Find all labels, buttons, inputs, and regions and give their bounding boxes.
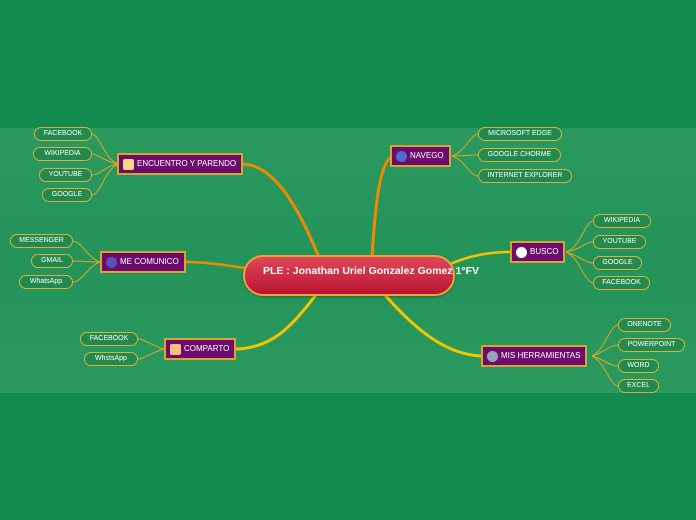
gear-icon xyxy=(487,350,498,362)
central-topic[interactable]: PLE : Jonathan Uriel Gonzalez Gomez 1°FV xyxy=(243,255,479,296)
leaf-encuentro-youtube[interactable]: YOUTUBE xyxy=(39,168,92,182)
branch-comparto[interactable]: COMPARTO xyxy=(164,338,237,360)
branch-label: ENCUENTRO Y PARENDO xyxy=(137,159,237,168)
branch-encuentro[interactable]: ENCUENTRO Y PARENDO xyxy=(117,153,244,175)
leaf-encuentro-facebook[interactable]: FACEBOOK xyxy=(34,127,92,141)
branch-navego[interactable]: NAVEGO xyxy=(390,145,451,167)
leaf-busco-youtube[interactable]: YOUTUBE xyxy=(593,235,646,249)
leaf-navego-edge[interactable]: MICROSOFT EDGE xyxy=(478,127,562,141)
branch-label: BUSCO xyxy=(530,247,559,256)
leaf-comunico-gmail[interactable]: GMAIL xyxy=(31,254,73,268)
leaf-comparto-facebook[interactable]: FACEBOOK xyxy=(80,332,138,346)
branch-label: COMPARTO xyxy=(184,344,230,353)
branch-herramientas[interactable]: MIS HERRAMIENTAS xyxy=(481,345,588,367)
leaf-herramientas-onenote[interactable]: ONENOTE xyxy=(618,318,671,332)
leaf-encuentro-wikipedia[interactable]: WIKIPEDIA xyxy=(33,147,92,161)
branch-label: NAVEGO xyxy=(410,151,444,160)
link-herramientas xyxy=(383,294,483,358)
branch-label: ME COMUNICO xyxy=(120,257,179,266)
leaf-herramientas-excel[interactable]: EXCEL xyxy=(618,379,659,393)
globe-icon xyxy=(396,150,407,162)
leaf-busco-wikipedia[interactable]: WIKIPEDIA xyxy=(593,214,651,228)
leaf-comparto-whatsapp[interactable]: WhstsApp xyxy=(84,352,138,366)
link-comparto xyxy=(235,291,320,351)
link-encuentro xyxy=(242,162,322,261)
link-navego xyxy=(370,154,394,259)
leaf-comunico-whatsapp[interactable]: WhatsApp xyxy=(19,275,73,289)
leaf-encuentro-google[interactable]: GOOGLE xyxy=(42,188,92,202)
thumbs-up-icon xyxy=(170,343,181,355)
leaf-busco-facebook[interactable]: FACEBOOK xyxy=(593,276,650,290)
link-busco xyxy=(447,250,513,267)
branch-label: MIS HERRAMIENTAS xyxy=(501,351,581,360)
leaf-herramientas-word[interactable]: WORD xyxy=(618,359,659,373)
chat-icon xyxy=(106,256,117,268)
leaf-busco-google[interactable]: GOOGLE xyxy=(593,256,642,270)
link-comunico xyxy=(185,260,246,270)
leaf-comunico-messenger[interactable]: MESSENGER xyxy=(10,234,73,248)
leaf-herramientas-powerpoint[interactable]: POWERPOINT xyxy=(618,338,685,352)
scroll-icon xyxy=(123,158,134,170)
leaf-navego-explorer[interactable]: INTERNET EXPLORER xyxy=(478,169,572,183)
magnifier-icon xyxy=(516,246,527,258)
branch-comunico[interactable]: ME COMUNICO xyxy=(100,251,186,273)
leaf-navego-chrome[interactable]: GOOGLE CHORME xyxy=(478,148,561,162)
branch-busco[interactable]: BUSCO xyxy=(510,241,566,263)
